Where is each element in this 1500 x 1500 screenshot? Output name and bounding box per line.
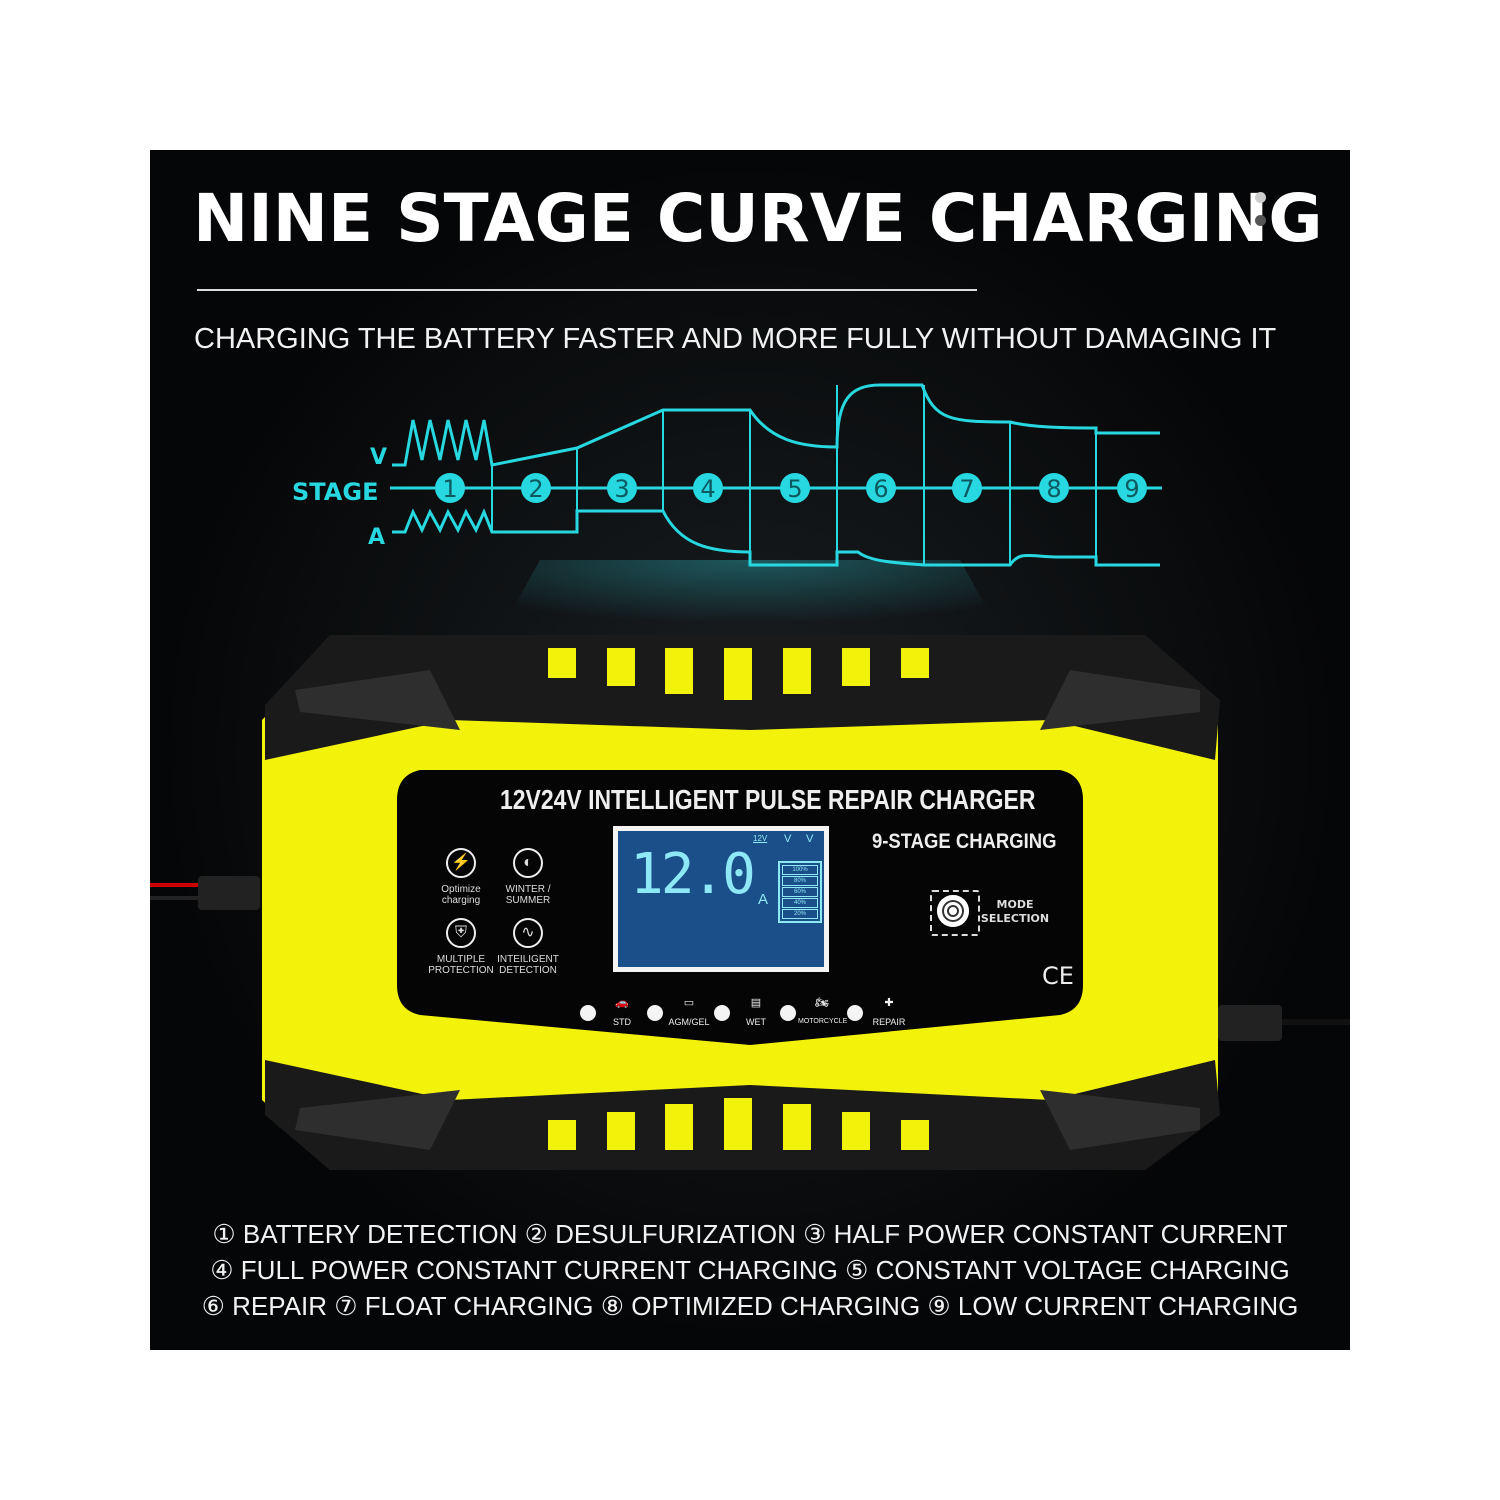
stage-number: 9 <box>1124 475 1139 503</box>
stage-number: 1 <box>442 475 457 503</box>
legend-line-2: ④ FULL POWER CONSTANT CURRENT CHARGING ⑤… <box>210 1255 1290 1285</box>
repair-icon: ✚ <box>884 997 894 1009</box>
lcd-v-minus: V <box>806 833 814 845</box>
feature-label: WINTER / SUMMER <box>505 884 551 906</box>
vent-slot <box>607 648 635 686</box>
stage-marker-3: 3 <box>607 473 637 503</box>
vent-slot <box>783 648 811 694</box>
legend-line-3: ⑥ REPAIR ⑦ FLOAT CHARGING ⑧ OPTIMIZED CH… <box>201 1291 1299 1321</box>
stage-number: 5 <box>787 475 802 503</box>
mode-indicator-wet[interactable]: ▤ WET <box>714 997 780 1030</box>
mode-indicator-std[interactable]: 🚗 STD <box>580 997 646 1030</box>
stage-number: 7 <box>959 475 974 503</box>
lcd-voltage: 12V <box>753 834 768 843</box>
lcd-reading: 12.0 <box>630 842 756 907</box>
lightning-icon: ⚡ <box>446 848 476 878</box>
feature-label: Optimize charging <box>441 884 481 906</box>
feature-label: INTEILIGENT DETECTION <box>497 954 559 976</box>
vent-slot <box>842 648 870 686</box>
feature-half-moon: ◐ WINTER / SUMMER <box>495 848 561 906</box>
battery-level-segment: 60% <box>782 887 818 897</box>
vent-slot <box>724 1098 752 1150</box>
stage-number: 3 <box>614 475 629 503</box>
page-title: NINE STAGE CURVE CHARGING <box>193 180 1323 257</box>
vent-slot <box>548 1120 576 1150</box>
vent-slot <box>901 648 929 678</box>
stage-marker-5: 5 <box>780 473 810 503</box>
lcd-unit: A <box>758 891 769 908</box>
vent-slot <box>665 1104 693 1150</box>
mode-label: AGM/GEL <box>668 1017 710 1027</box>
vent-slot <box>842 1112 870 1150</box>
a-label: A <box>368 525 385 550</box>
battery-icon: ▭ <box>683 997 695 1009</box>
mode-led <box>780 1005 796 1021</box>
dots-decoration <box>1255 192 1266 238</box>
current-curve <box>392 508 1160 567</box>
stage-marker-4: 4 <box>693 473 723 503</box>
mode-selection-label: MODE SELECTION <box>980 898 1050 925</box>
mode-led <box>580 1005 596 1021</box>
subtitle: CHARGING THE BATTERY FASTER AND MORE FUL… <box>194 323 1277 355</box>
mode-selection-button[interactable] <box>930 890 980 936</box>
vent-slot <box>548 648 576 678</box>
lcd-display: 12.0 A 12V V V 100%80%60%40%20% <box>613 826 829 972</box>
half-moon-icon: ◐ <box>513 848 543 878</box>
mode-led <box>847 1005 863 1021</box>
fingerprint-icon <box>937 895 969 927</box>
voltage-curve <box>392 383 1160 467</box>
mode-indicator-repair[interactable]: ✚ REPAIR <box>847 997 913 1030</box>
battery-level-segment: 20% <box>782 909 818 919</box>
mode-indicator-agm-gel[interactable]: ▭ AGM/GEL <box>647 997 713 1030</box>
vent-slot <box>901 1120 929 1150</box>
stage-label: STAGE <box>292 478 378 506</box>
battery-level-segment: 80% <box>782 876 818 886</box>
model-name: 12V24V INTELLIGENT PULSE REPAIR CHARGER <box>500 784 1036 815</box>
car-icon: 🚗 <box>615 997 629 1009</box>
stage-marker-2: 2 <box>521 473 551 503</box>
feature-waveform: ∿ INTEILIGENT DETECTION <box>495 918 561 976</box>
shield-icon: ⛨ <box>446 918 476 948</box>
vent-slot <box>607 1112 635 1150</box>
mode-indicator-motorcycle[interactable]: 🏍 MOTORCYCLE <box>780 997 848 1030</box>
stage-marker-8: 8 <box>1039 473 1069 503</box>
stage-number: 2 <box>528 475 543 503</box>
mode-label: MOTORCYCLE <box>798 1018 848 1025</box>
mode-led <box>714 1005 730 1021</box>
lcd-v-plus: V <box>784 833 792 845</box>
legend-line-1: ① BATTERY DETECTION ② DESULFURIZATION ③ … <box>212 1219 1288 1249</box>
stage-marker-6: 6 <box>866 473 896 503</box>
mode-label: REPAIR <box>872 1017 906 1027</box>
vent-slot <box>724 648 752 700</box>
mode-led <box>647 1005 663 1021</box>
stage-text: 9-STAGE CHARGING <box>872 830 1057 853</box>
input-cable-plug <box>198 876 260 910</box>
v-label: V <box>370 445 387 470</box>
stage-number: 8 <box>1046 475 1061 503</box>
title-divider <box>197 289 977 291</box>
charging-curve-diagram <box>390 383 1162 567</box>
waveform-icon: ∿ <box>513 918 543 948</box>
stage-number: 6 <box>873 475 888 503</box>
battery-level-segment: 40% <box>782 898 818 908</box>
output-cable-plug <box>1218 1005 1282 1041</box>
vent-slot <box>665 648 693 694</box>
glow-beam <box>490 560 1010 650</box>
motorcycle-icon: 🏍 <box>815 997 829 1009</box>
ce-mark: CE <box>1042 962 1074 990</box>
stage-marker-9: 9 <box>1117 473 1147 503</box>
stage-number: 4 <box>700 475 715 503</box>
feature-label: MULTIPLE PROTECTION <box>428 954 494 976</box>
battery-level-segment: 100% <box>782 865 818 875</box>
mode-label: WET <box>746 1017 766 1027</box>
stage-marker-7: 7 <box>952 473 982 503</box>
battery-wet-icon: ▤ <box>750 997 762 1009</box>
vent-slot <box>783 1104 811 1150</box>
mode-label: STD <box>613 1017 631 1027</box>
feature-shield: ⛨ MULTIPLE PROTECTION <box>428 918 494 976</box>
stage-marker-1: 1 <box>435 473 465 503</box>
battery-level-gauge: 100%80%60%40%20% <box>778 861 822 923</box>
feature-lightning: ⚡ Optimize charging <box>428 848 494 906</box>
